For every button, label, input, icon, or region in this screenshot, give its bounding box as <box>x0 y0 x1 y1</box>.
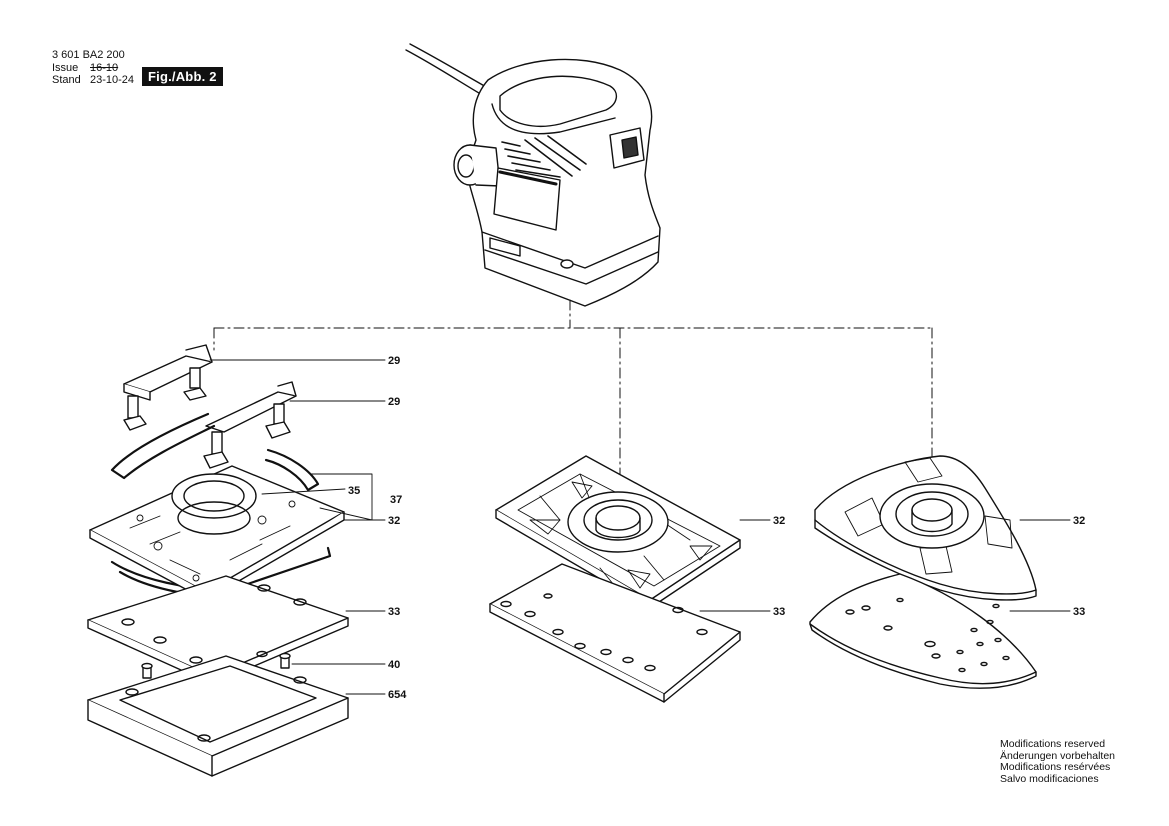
note-es: Salvo modificaciones <box>1000 772 1099 785</box>
sander-body-drawing <box>405 43 661 307</box>
issue-label: Issue <box>52 62 79 74</box>
callout-labels: 29 29 35 37 32 33 40 654 32 33 32 33 <box>348 355 1085 701</box>
callout-29-upper: 29 <box>388 355 400 367</box>
modification-notes: Modifications reserved Änderungen vorbeh… <box>1000 738 1116 785</box>
callout-40: 40 <box>388 659 400 671</box>
note-en: Modifications reserved <box>1000 738 1106 750</box>
callout-32-center: 32 <box>773 515 785 527</box>
stand-label: Stand <box>52 74 81 86</box>
part-number: 3 601 BA2 200 <box>52 49 125 61</box>
screws-40 <box>141 652 291 679</box>
stand-value: 23-10-24 <box>90 74 135 86</box>
issue-value: 16-10 <box>90 62 119 74</box>
note-de: Änderungen vorbehalten <box>1000 749 1116 762</box>
callout-33-left: 33 <box>388 606 400 618</box>
callout-33-center: 33 <box>773 606 785 618</box>
callout-29-lower: 29 <box>388 396 400 408</box>
callout-654: 654 <box>388 689 407 701</box>
callout-35: 35 <box>348 485 360 497</box>
leader-lines <box>209 359 1071 695</box>
clamp-29-lower <box>203 381 297 469</box>
delta-triangular-assembly <box>809 455 1037 689</box>
note-fr: Modifications resérvées <box>1000 761 1111 773</box>
rectangular-sanding-assembly <box>87 344 349 777</box>
callout-32-right: 32 <box>1073 515 1085 527</box>
callout-32-left: 32 <box>388 515 400 527</box>
callout-37: 37 <box>390 494 402 506</box>
clamp-29-upper <box>123 344 213 431</box>
issue-block: Issue Stand 16-10 23-10-24 <box>52 62 134 86</box>
delta-rectangular-assembly <box>489 455 741 703</box>
callout-33-right: 33 <box>1073 606 1085 618</box>
figure-label: Fig./Abb. 2 <box>142 67 223 86</box>
